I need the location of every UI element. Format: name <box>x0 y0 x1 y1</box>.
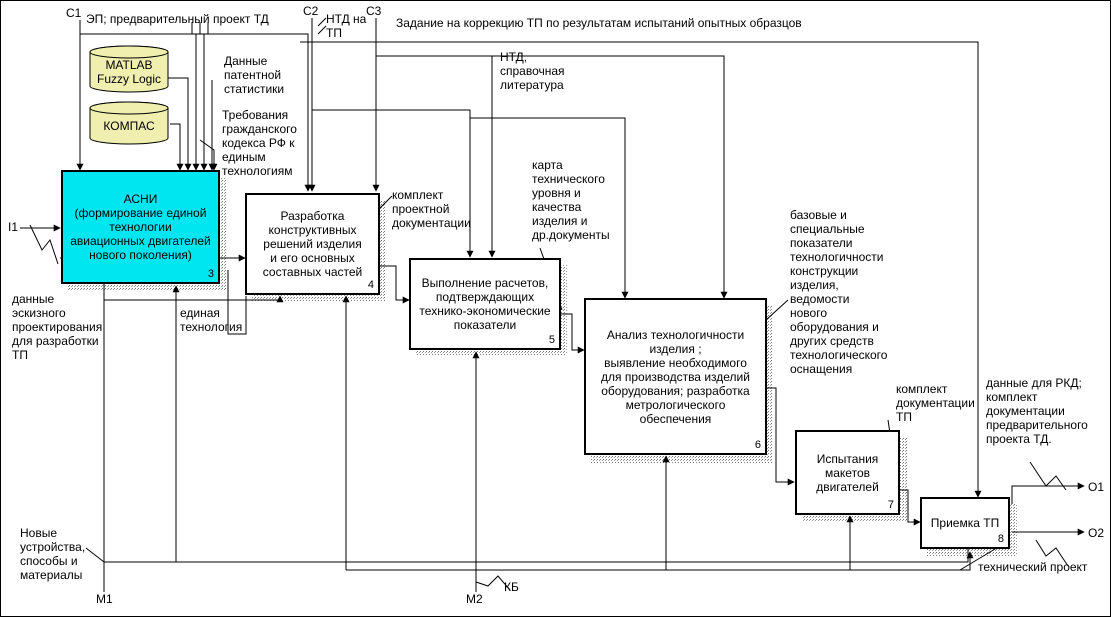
base-ind-line <box>765 299 789 321</box>
box-number: 6 <box>754 439 761 451</box>
label-c3-text: Задание на коррекцию ТП по результатам и… <box>396 16 802 30</box>
box-title: Разработка конструктивных решений издели… <box>262 209 363 279</box>
label-o2: О2 <box>1088 526 1105 540</box>
label-base-indicators: базовые и специальные показатели техноло… <box>790 208 888 376</box>
label-rkd-data: данные для РКД; комплект документации пр… <box>986 376 1088 446</box>
box-title: АСНИ (формирование единой технологии ави… <box>70 192 211 262</box>
c2-to-box6 <box>470 117 629 299</box>
box-title: Выполнение расчетов, подтверждающих техн… <box>419 276 551 332</box>
label-m1: М1 <box>96 592 113 606</box>
m1-bottom <box>104 547 969 563</box>
box-calculations[interactable]: Выполнение расчетов, подтверждающих техн… <box>409 258 561 350</box>
label-tech-project: технический проект <box>978 560 1088 574</box>
label-c2-text: НТД на ТП <box>326 12 367 40</box>
project-docs-line <box>379 195 393 209</box>
box6-to-box7 <box>765 387 795 486</box>
database-name: КОМПАС <box>103 119 155 133</box>
box-analysis[interactable]: Анализ технологичности изделия ; выявлен… <box>584 298 767 455</box>
box-number: 3 <box>207 268 214 280</box>
box-number: 4 <box>367 279 374 291</box>
box-title: Приемка ТП <box>930 516 1000 530</box>
box-title: Испытания макетов двигателей <box>816 451 879 494</box>
label-c1: С1 <box>66 6 82 20</box>
label-m2: М2 <box>466 592 483 606</box>
m1-to-box4 <box>104 295 284 303</box>
label-c1-text: ЭП; предварительный проект ТД <box>86 12 269 26</box>
database-matlab: MATLAB Fuzzy Logic <box>88 44 170 94</box>
database-cylinder-icon <box>89 101 169 145</box>
unified-tech <box>227 270 247 335</box>
database-kompas: КОМПАС <box>88 100 170 146</box>
tunnel-1 <box>191 22 209 34</box>
label-unified-tech: единая технология <box>180 306 243 334</box>
civil-code-line <box>199 139 218 171</box>
c3-long <box>300 41 982 498</box>
box-number: 8 <box>997 533 1004 545</box>
kb-line <box>475 575 511 591</box>
label-kb: КБ <box>504 580 519 594</box>
label-ntd-ref: НТД, справочная литература <box>500 50 565 92</box>
box-title: Анализ технологичности изделия ; выявлен… <box>601 327 750 426</box>
label-patent: Данные патентной статистики <box>224 54 285 96</box>
label-i1-text: данные эскизного проектирования для разр… <box>12 292 103 362</box>
new-devices-line <box>85 547 105 563</box>
m2-bottom <box>346 455 670 571</box>
label-project-docs: комплект проектной документации <box>392 188 471 230</box>
box4-to-box5 <box>380 265 410 304</box>
box-number: 7 <box>887 499 894 511</box>
label-c2: С2 <box>303 4 319 18</box>
tunnel-2 <box>317 17 327 35</box>
box-acceptance[interactable]: Приемка ТП 8 <box>920 497 1010 549</box>
database-name: MATLAB Fuzzy Logic <box>96 58 162 86</box>
kompas-line <box>170 123 184 171</box>
box-design[interactable]: Разработка конструктивных решений издели… <box>245 193 380 295</box>
matlab-line <box>165 77 192 171</box>
o2-squiggle <box>1035 539 1069 567</box>
label-tp-docs: комплект документации ТП <box>896 382 975 424</box>
box-asni[interactable]: АСНИ (формирование единой технологии ави… <box>61 170 220 284</box>
label-tech-map: карта технического уровня и качества изд… <box>532 158 610 242</box>
c2-to-box5 <box>312 109 474 258</box>
label-civil-code: Требования гражданского кодекса РФ к еди… <box>222 108 297 178</box>
c1-branch <box>80 33 312 192</box>
label-new-devices: Новые устройства, способы и материалы <box>20 526 86 582</box>
box-number: 5 <box>548 334 555 346</box>
label-o1: О1 <box>1088 480 1105 494</box>
label-c3: С3 <box>366 4 382 18</box>
label-i1: I1 <box>8 220 19 234</box>
o1-squiggle <box>1029 461 1067 491</box>
o1-line <box>1011 482 1085 504</box>
box-tests[interactable]: Испытания макетов двигателей 7 <box>795 430 900 515</box>
m2-to-box8 <box>850 551 974 571</box>
i1-squiggle <box>29 224 59 265</box>
tech-project-line <box>959 545 1001 571</box>
box5-to-box6 <box>560 313 585 354</box>
database-cylinder-icon <box>89 45 169 93</box>
